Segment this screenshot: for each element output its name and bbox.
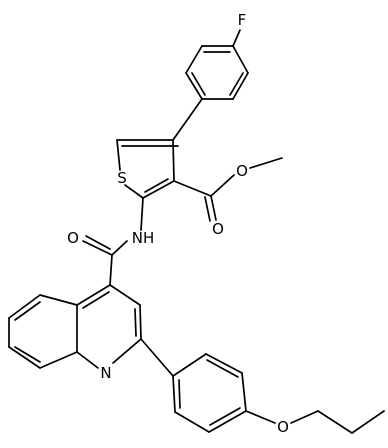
thiophene-ring <box>116 98 203 199</box>
sulfur-label: S <box>117 169 127 187</box>
amide-linkage <box>82 197 144 286</box>
amide-oxygen-label: O <box>67 229 79 247</box>
methyl-ester <box>173 157 283 222</box>
fluorophenyl-ring <box>185 45 249 100</box>
ester-ether-oxygen-label: O <box>236 162 248 180</box>
ester-carbonyl-oxygen-label: O <box>212 220 224 238</box>
fluorine-label: F <box>238 11 247 29</box>
propoxy-chain <box>245 410 385 434</box>
propoxyphenyl-ring <box>140 338 247 433</box>
quinoline-nitrogen-label: N <box>100 364 111 382</box>
quinoline-ring-system <box>8 284 142 369</box>
c-f-bond <box>232 29 241 47</box>
propoxy-oxygen-label: O <box>277 418 289 436</box>
amide-nitrogen-label: NH <box>132 229 155 247</box>
